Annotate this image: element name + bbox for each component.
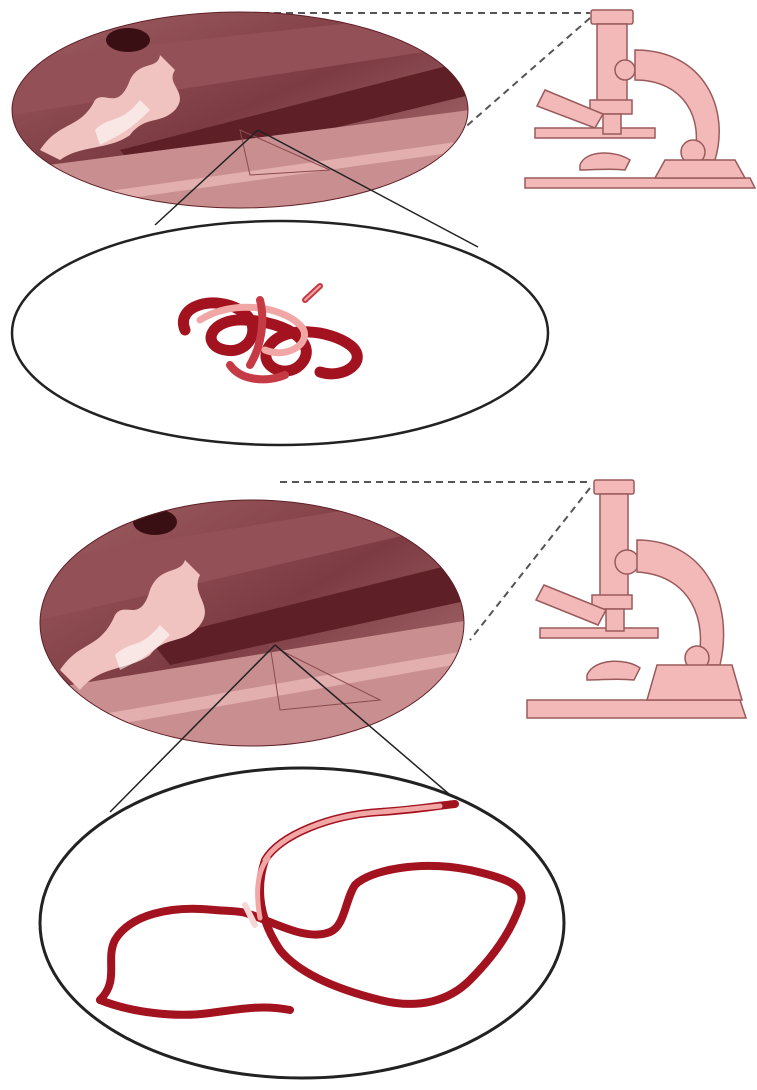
panel-folded bbox=[10, 10, 755, 445]
panel-unfolded bbox=[40, 480, 746, 1078]
zoomed-view-folded bbox=[12, 221, 548, 445]
microscope-icon bbox=[527, 480, 746, 718]
microscope-icon bbox=[525, 10, 755, 188]
zoomed-view-unfolded bbox=[40, 768, 564, 1078]
tissue-micrograph bbox=[10, 10, 470, 215]
tissue-micrograph bbox=[40, 490, 470, 760]
